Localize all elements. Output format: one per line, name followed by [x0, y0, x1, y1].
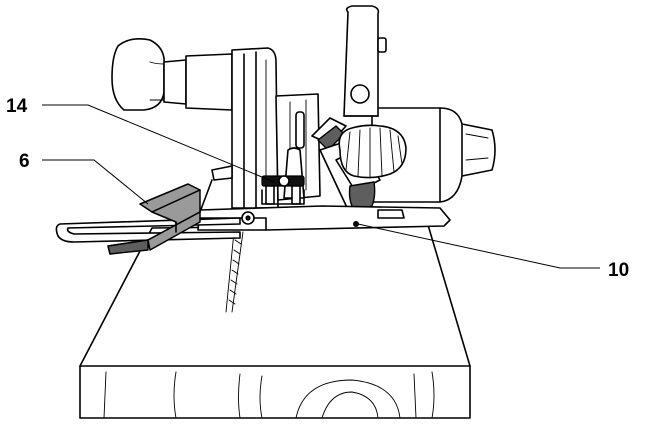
- wood-board: [79, 224, 471, 419]
- leader-line-14: [42, 104, 275, 183]
- motor-housing: [371, 107, 496, 203]
- parallel-guide: [55, 183, 241, 255]
- leader-line-6: [42, 159, 149, 205]
- top-handle: [343, 5, 387, 117]
- callout-10: 10: [608, 260, 629, 281]
- callout-6: 6: [19, 151, 30, 172]
- leader-line-10: [357, 223, 600, 269]
- rear-handle: [111, 38, 233, 111]
- blade-guard: [231, 47, 321, 209]
- saw-kerf: [225, 231, 244, 313]
- callout-14: 14: [6, 96, 28, 117]
- clamping-screw: [261, 147, 305, 205]
